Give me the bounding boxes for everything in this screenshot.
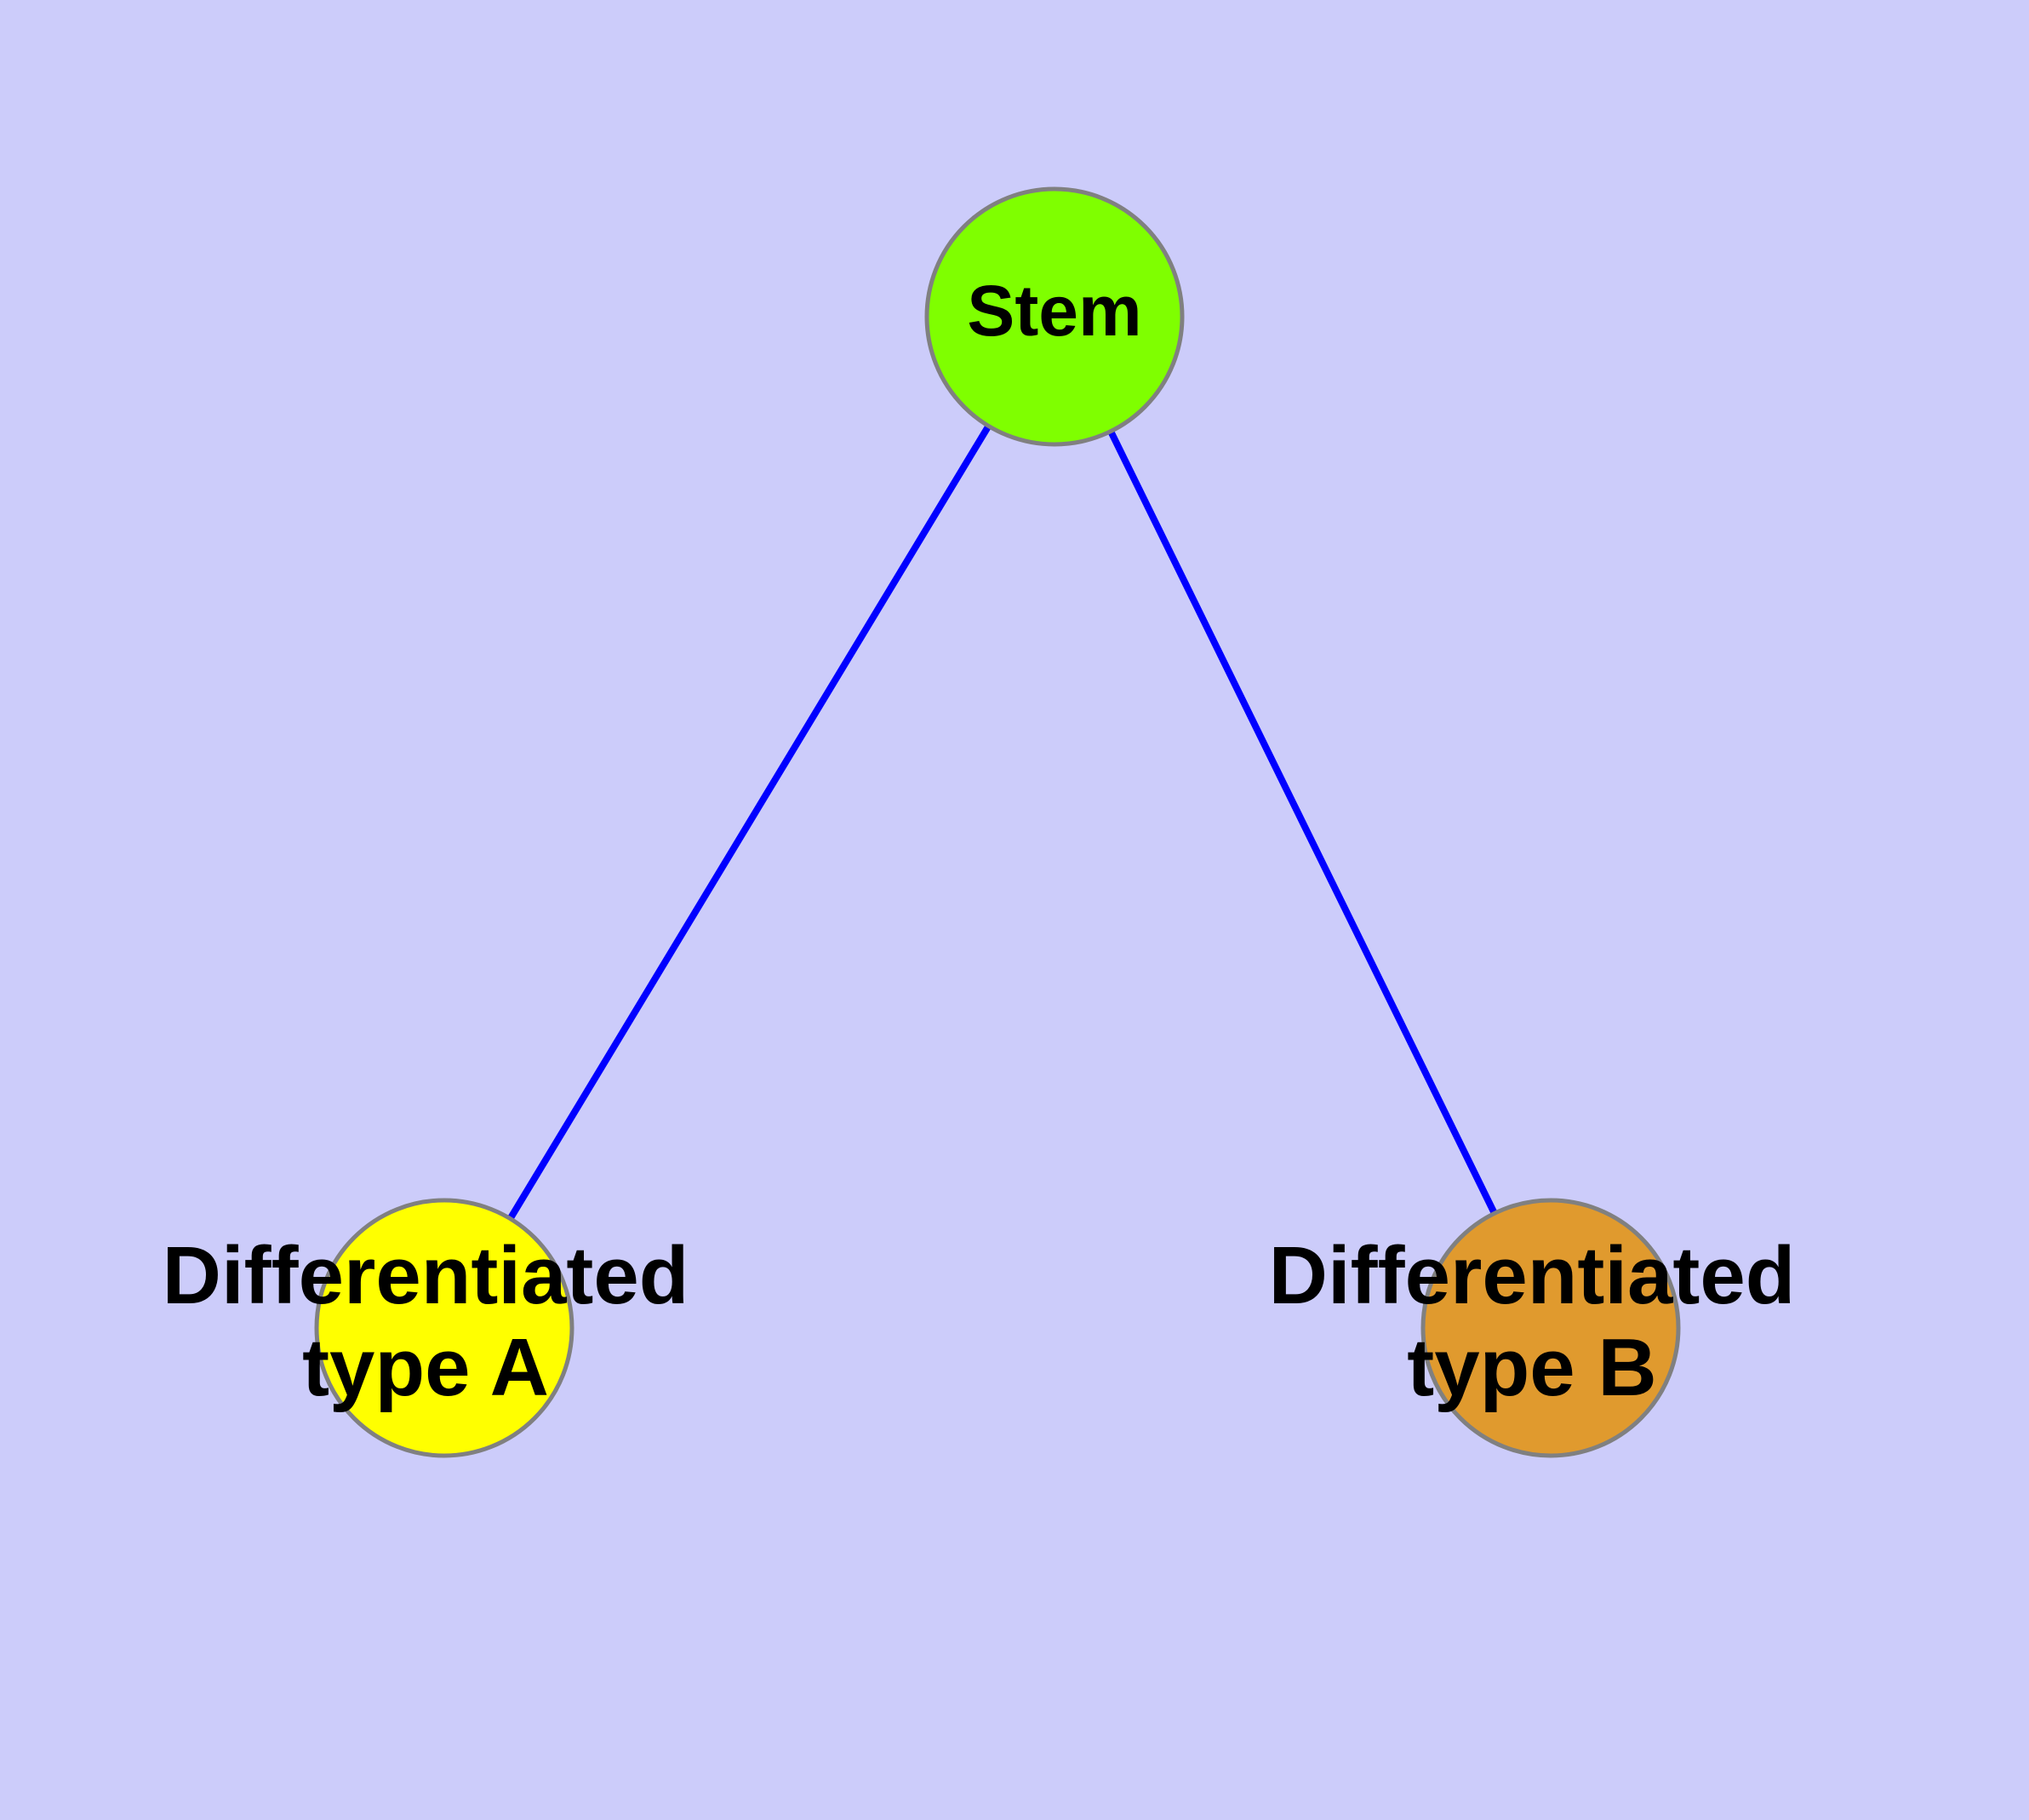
node-label-line: Differentiated bbox=[163, 1231, 689, 1322]
node-label-stem: Stem bbox=[967, 271, 1141, 351]
graph-node-stem[interactable]: Stem bbox=[924, 186, 1185, 447]
edges-layer bbox=[441, 314, 1554, 1331]
graph-edge-stem-to-diff-a[interactable] bbox=[441, 314, 1058, 1331]
node-label-line: Stem bbox=[967, 271, 1141, 351]
node-circle-diff-b[interactable] bbox=[1420, 1198, 1681, 1458]
node-label-line: type A bbox=[302, 1322, 549, 1413]
node-circle-stem[interactable] bbox=[924, 186, 1185, 447]
node-circle-diff-a[interactable] bbox=[314, 1198, 574, 1458]
graph-edge-stem-to-diff-b[interactable] bbox=[1051, 315, 1554, 1330]
node-label-line: type B bbox=[1407, 1322, 1656, 1413]
node-label-line: Differentiated bbox=[1269, 1231, 1796, 1322]
